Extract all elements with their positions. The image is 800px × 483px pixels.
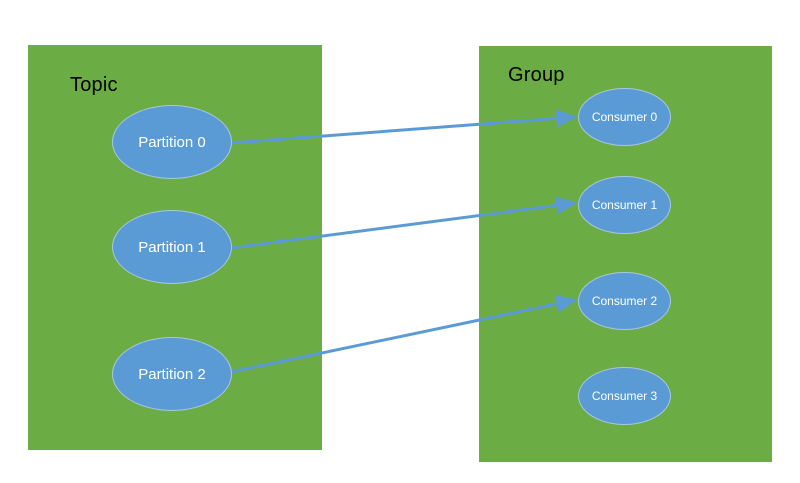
node-partition-0[interactable]: Partition 0 — [112, 105, 232, 179]
node-consumer-1[interactable]: Consumer 1 — [578, 176, 671, 234]
node-partition-2[interactable]: Partition 2 — [112, 337, 232, 411]
node-consumer-3[interactable]: Consumer 3 — [578, 367, 671, 425]
group-container-label: Group — [508, 64, 565, 86]
node-consumer-2[interactable]: Consumer 2 — [578, 272, 671, 330]
node-consumer-0[interactable]: Consumer 0 — [578, 88, 671, 146]
node-partition-1[interactable]: Partition 1 — [112, 210, 232, 284]
topic-container-label: Topic — [70, 74, 118, 96]
